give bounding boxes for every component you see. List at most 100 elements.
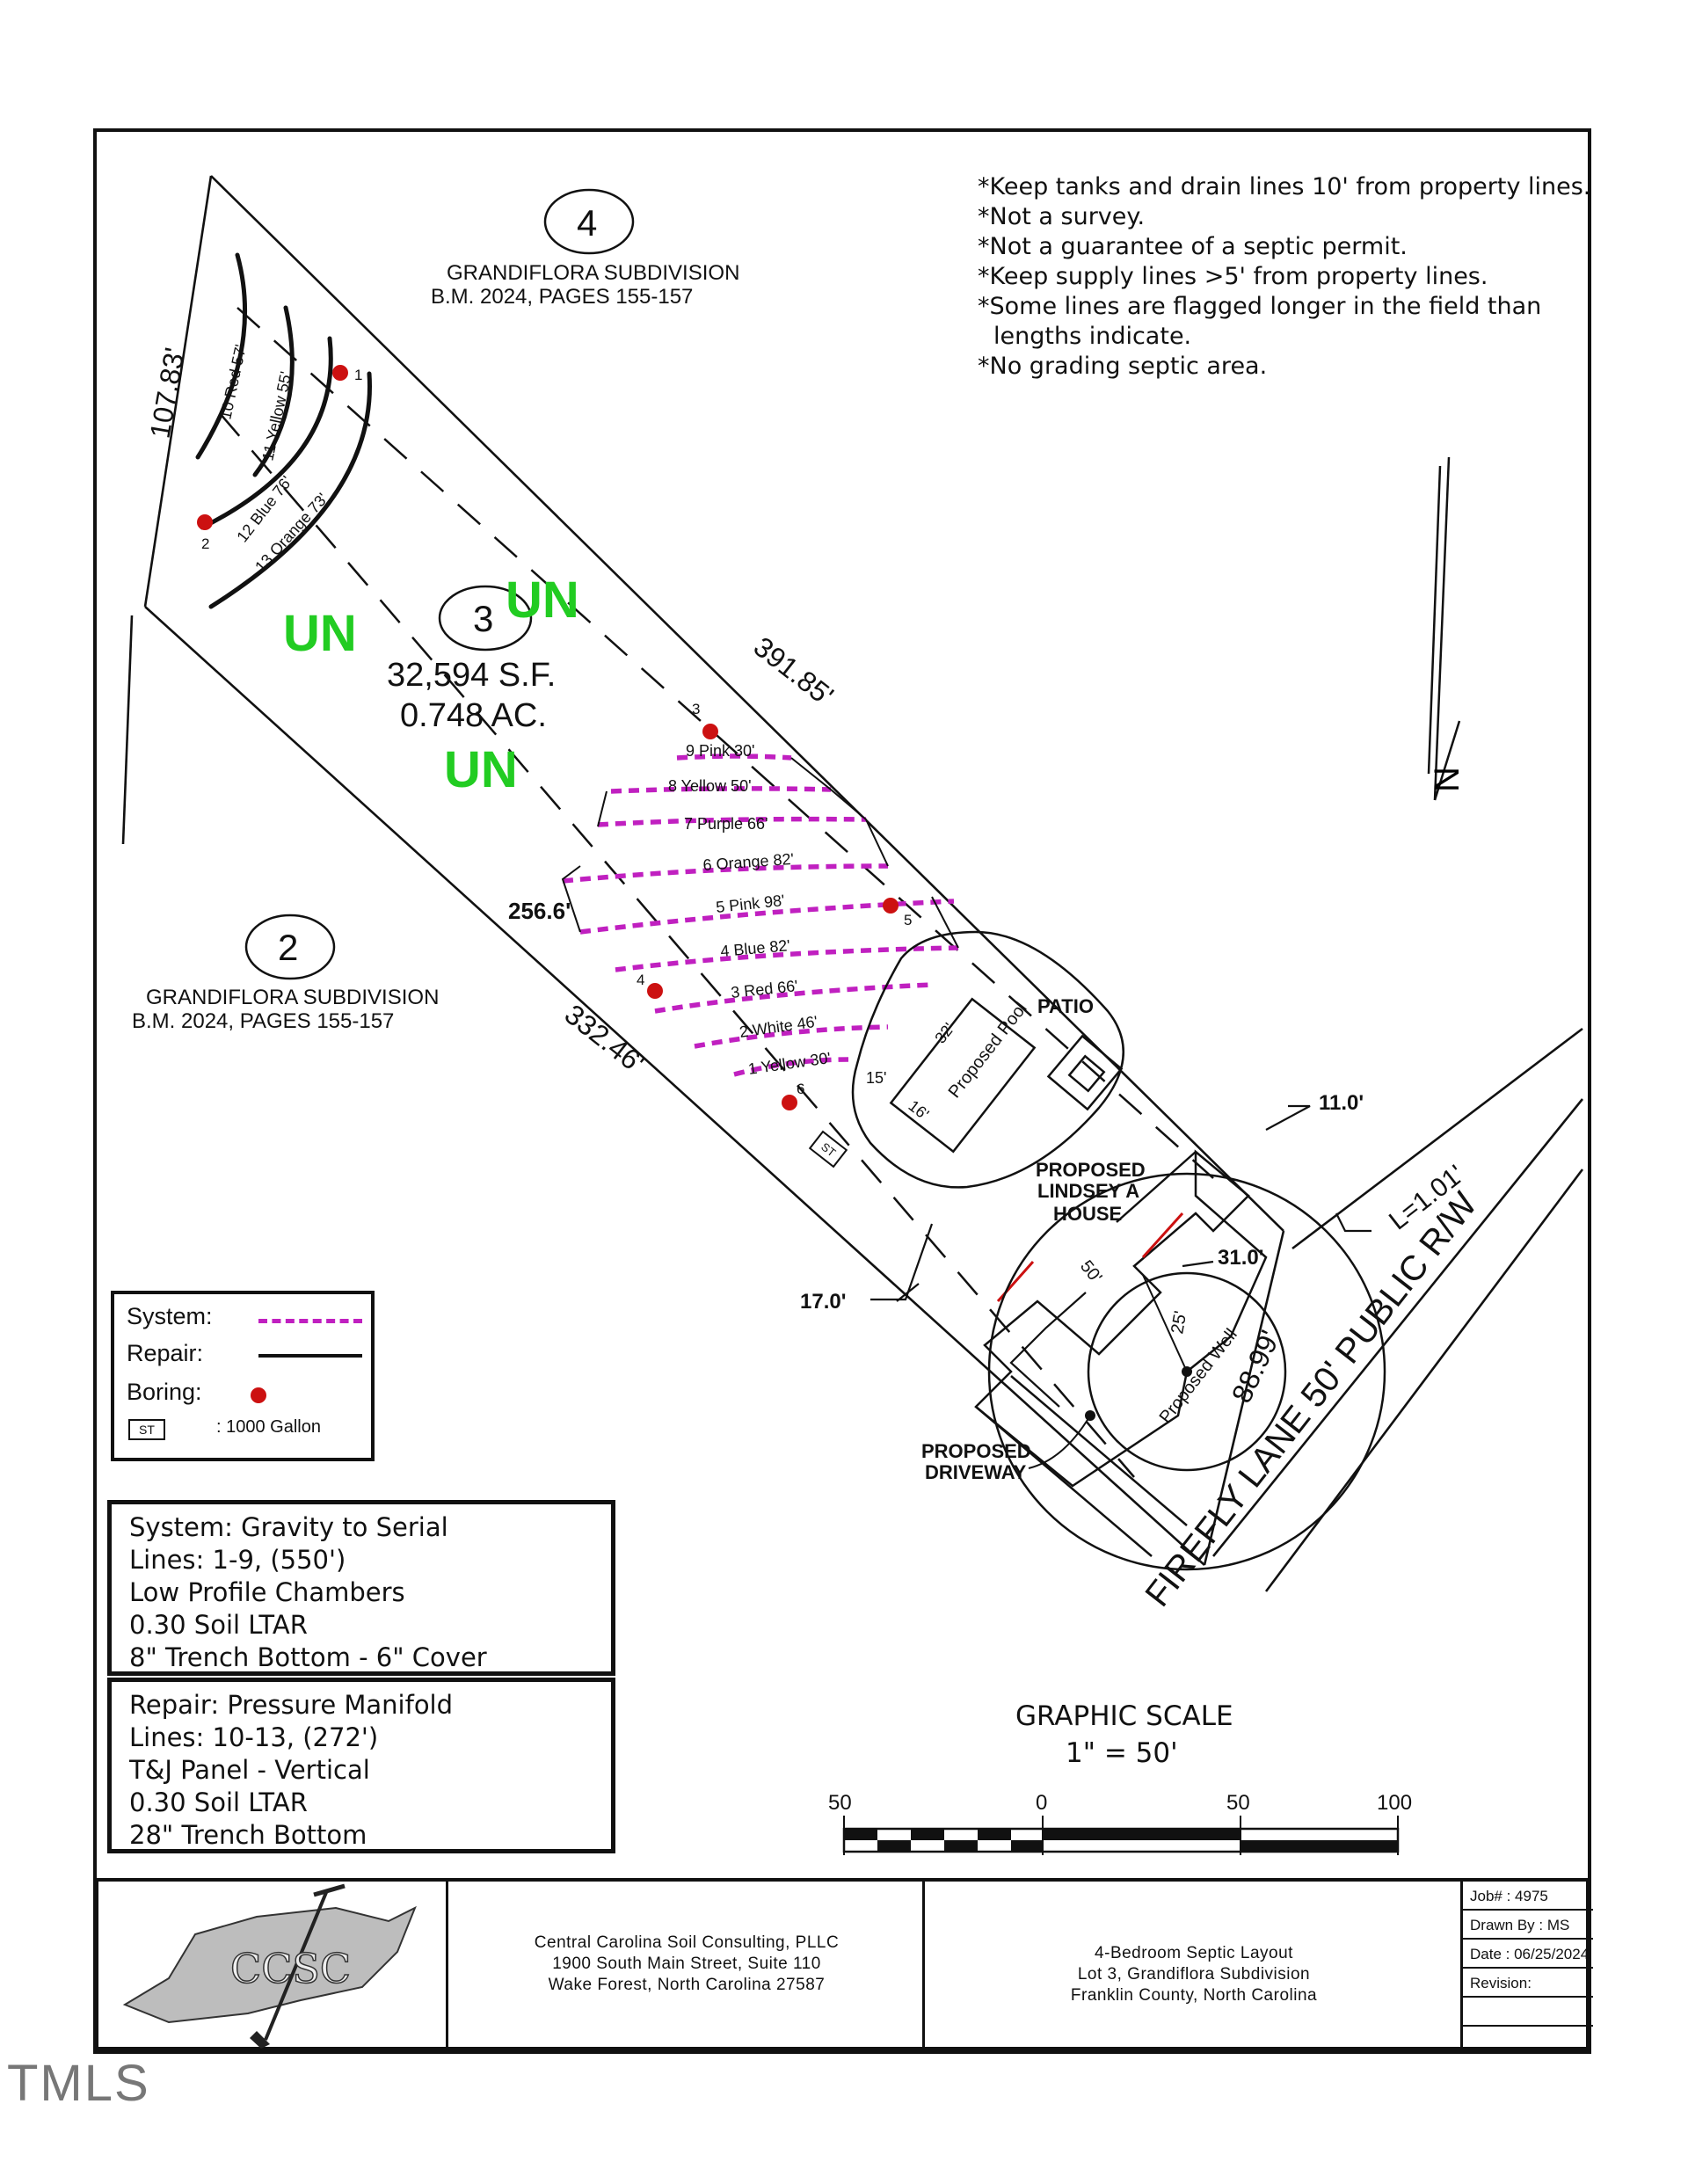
- system-line-5: [579, 899, 955, 935]
- pool-area: [851, 930, 1124, 1189]
- company-address: 1900 South Main Street, Suite 110: [552, 1955, 821, 1973]
- note-5: *Some lines are flagged longer in the fi…: [978, 293, 1542, 350]
- drawing-frame: [93, 128, 1591, 2054]
- boring-1-label: 1: [354, 367, 362, 383]
- project-info: 4-Bedroom Septic Layout Lot 3, Grandiflo…: [925, 1943, 1463, 2006]
- house-label-1: PROPOSED: [1036, 1159, 1146, 1181]
- notes-list: *Keep tanks and drain lines 10' from pro…: [978, 172, 1593, 382]
- title-block: CCSC Central Carolina Soil Consulting, P…: [95, 1878, 1593, 2050]
- system-line-6: [562, 863, 889, 884]
- lot-4-number: 4: [577, 202, 597, 244]
- dim-southwest-lower: 332.46': [559, 998, 651, 1079]
- repair-spec-line-4: 0.30 Soil LTAR: [129, 1787, 308, 1817]
- system-spec-line-4: 0.30 Soil LTAR: [129, 1610, 308, 1640]
- repair-spec-line-5: 28" Trench Bottom: [129, 1820, 367, 1850]
- lot-2-book: B.M. 2024, PAGES 155-157: [132, 1009, 394, 1033]
- well-label: Proposed Well: [1156, 1325, 1241, 1427]
- scale-bar: [842, 1816, 1400, 1855]
- legend-tank-symbol: ST: [128, 1419, 165, 1440]
- scale-tick-100: 100: [1377, 1791, 1412, 1815]
- project-title: 4-Bedroom Septic Layout: [1095, 1944, 1293, 1962]
- dim-setback-11: 11.0': [1319, 1091, 1364, 1115]
- system-line-7: [597, 816, 867, 827]
- legend: System: Repair: Boring: ST : 1000 Gallon: [111, 1291, 375, 1461]
- repair-spec-line-3: T&J Panel - Vertical: [129, 1755, 370, 1785]
- lot-3-area-sf: 32,594 S.F.: [387, 657, 556, 694]
- lot-2-circle: [244, 914, 336, 980]
- system-spec-line-5: 8" Trench Bottom - 6" Cover: [129, 1642, 487, 1672]
- setback-arrows: [870, 1104, 1372, 1302]
- system-spec-box: System: Gravity to Serial Lines: 1-9, (5…: [107, 1500, 615, 1676]
- note-6: *No grading septic area.: [978, 353, 1268, 380]
- dim-southwest-upper: 256.6': [508, 898, 571, 924]
- boring-5-label: 5: [904, 912, 912, 928]
- proposed-driveway: [975, 1375, 1188, 1557]
- note-4: *Keep supply lines >5' from property lin…: [978, 263, 1488, 290]
- company-name: Central Carolina Soil Consulting, PLLC: [534, 1933, 840, 1952]
- legend-system-label: System:: [127, 1303, 213, 1329]
- road-lines: [1211, 1027, 1584, 1592]
- tmls-watermark: TMLS: [7, 2055, 150, 2112]
- unsuitable-label-1: UN: [506, 571, 579, 629]
- ccsc-logo: [122, 1883, 417, 2049]
- legend-tank-desc: : 1000 Gallon: [216, 1417, 321, 1437]
- job-info-cell: Job# : 4975 Drawn By : MS Date : 06/25/2…: [1463, 1882, 1593, 2047]
- well-point: [1182, 1366, 1192, 1377]
- boring-1: [332, 365, 348, 381]
- repair-spec-line-2: Lines: 10-13, (272'): [129, 1722, 379, 1752]
- boring-5: [883, 898, 899, 914]
- repair-line-12: [200, 336, 333, 530]
- lot-3-number: 3: [473, 598, 493, 639]
- revision-blank-1: [1463, 1998, 1593, 2027]
- house-label-3: HOUSE: [1053, 1203, 1122, 1225]
- system-spec-line-2: Lines: 1-9, (550'): [129, 1545, 346, 1575]
- boring-6-label: 6: [797, 1081, 804, 1097]
- drawing-date: Date : 06/25/2024: [1463, 1940, 1593, 1969]
- project-lot: Lot 3, Grandiflora Subdivision: [1077, 1965, 1311, 1984]
- north-label: N: [1428, 767, 1466, 792]
- repair-label-11: 11 Yellow 55': [258, 370, 295, 462]
- scale-tick-50-left: 50: [828, 1791, 852, 1815]
- boring-2-label: 2: [201, 535, 209, 552]
- system-line-9: [676, 753, 792, 761]
- driveway-label-2: DRIVEWAY: [925, 1461, 1027, 1483]
- system-label-9: 9 Pink 30': [686, 742, 755, 760]
- pool-label: Proposed Pool: [945, 999, 1031, 1102]
- boring-3-label: 3: [692, 701, 700, 717]
- system-label-8: 8 Yellow 50': [668, 777, 752, 795]
- dim-radius-50: 50': [1076, 1257, 1105, 1287]
- boring-3: [702, 724, 718, 739]
- logo-text: CCSC: [229, 1944, 352, 1993]
- system-lines: [562, 753, 959, 1077]
- house-label-2: LINDSEY A: [1037, 1180, 1139, 1202]
- scale-title: GRAPHIC SCALE: [1015, 1700, 1233, 1732]
- dim-northeast: 391.85': [748, 630, 840, 711]
- system-spec-line-3: Low Profile Chambers: [129, 1577, 405, 1607]
- legend-boring-label: Boring:: [127, 1379, 202, 1405]
- house-interior: [1009, 1292, 1087, 1408]
- lot-4-subdivision: GRANDIFLORA SUBDIVISION: [447, 261, 739, 285]
- boring-4-label: 4: [637, 972, 644, 988]
- company-cell: Central Carolina Soil Consulting, PLLC 1…: [448, 1882, 925, 2047]
- pool-dim-b: 15': [866, 1069, 886, 1087]
- driveway-leader: [1028, 1415, 1091, 1469]
- repair-line-11: [252, 305, 295, 477]
- dim-setback-17: 17.0': [800, 1290, 846, 1314]
- note-1: *Keep tanks and drain lines 10' from pro…: [978, 173, 1591, 200]
- system-line-4: [615, 945, 959, 972]
- note-2: *Not a survey.: [978, 203, 1146, 230]
- north-arrow: [1427, 456, 1461, 801]
- boring-6: [782, 1095, 797, 1110]
- note-3: *Not a guarantee of a septic permit.: [978, 233, 1408, 260]
- dim-radius-25: 25': [1168, 1309, 1190, 1336]
- repair-spec-line-1: Repair: Pressure Manifold: [129, 1690, 454, 1720]
- system-label-2: 2 White 46': [738, 1013, 819, 1041]
- system-line-header: [561, 757, 959, 949]
- driveway-leader-dot: [1085, 1410, 1095, 1421]
- setback-line: [219, 307, 1214, 1478]
- drawn-by: Drawn By : MS: [1463, 1911, 1593, 1940]
- repair-line-10: [195, 252, 247, 460]
- company-city: Wake Forest, North Carolina 27587: [548, 1976, 826, 1994]
- job-number: Job# : 4975: [1463, 1882, 1593, 1911]
